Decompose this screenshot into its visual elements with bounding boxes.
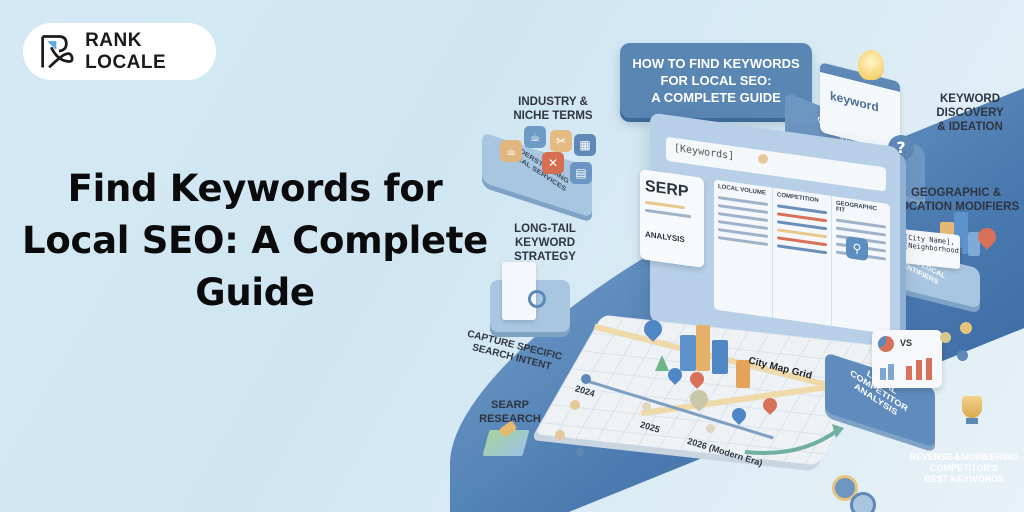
magnifier-icon	[528, 290, 546, 308]
decor-dot	[576, 448, 584, 456]
brand-name: RANK LOCALE	[85, 29, 167, 73]
competitor-chart-card: VS	[872, 330, 942, 388]
label-line: & IDEATION	[937, 121, 1003, 133]
search-icon: ⚲	[852, 240, 862, 257]
building-icon	[712, 340, 728, 374]
user-avatar-icon	[850, 492, 876, 512]
keyword-browser-window: [Keywords] SERP ANALYSIS LOCAL VOLUME CO…	[640, 112, 900, 358]
label-line: SEARP	[491, 399, 529, 411]
label-line: REVERSE-ENGINEERING	[909, 452, 1019, 462]
timeline-dot	[581, 374, 591, 384]
guide-line-2: FOR LOCAL SEO:	[660, 73, 772, 88]
label-searp-research: SEARP RESEARCH	[470, 398, 550, 426]
label-line: STRATEGY	[514, 251, 576, 263]
decor-dot	[758, 154, 768, 164]
serp-bar	[645, 208, 691, 219]
tree-icon	[655, 355, 669, 371]
vs-label: VS	[900, 338, 913, 348]
brand-logo[interactable]: RANK LOCALE	[23, 23, 216, 80]
column-header: LOCAL VOLUME	[718, 183, 766, 197]
infographic-illustration: HOW TO FIND KEYWORDS FOR LOCAL SEO: A CO…	[440, 0, 1024, 512]
label-line: COMPETITOR'S	[930, 463, 998, 473]
row-bar	[718, 235, 768, 247]
building-icon	[680, 335, 696, 371]
coffee-icon: ☕	[500, 140, 522, 162]
column-local-volume: LOCAL VOLUME	[714, 179, 773, 318]
network-node	[957, 350, 968, 361]
label-line: KEYWORD	[939, 93, 1001, 105]
serp-bar	[645, 200, 685, 210]
document-icon	[502, 262, 536, 320]
serp-subtitle: ANALYSIS	[645, 229, 685, 245]
user-avatar-icon	[832, 475, 858, 501]
building-icon	[736, 360, 750, 388]
building-icon	[696, 325, 710, 371]
column-header: GEOGRAPHIC FIT	[836, 200, 878, 214]
label-geographic: GEOGRAPHIC & LOCATION MODIFIERS	[888, 186, 1024, 214]
row-bar	[777, 244, 827, 255]
rank-locale-logo-icon	[41, 34, 74, 68]
serp-analysis-card: SERP ANALYSIS	[640, 169, 704, 269]
page-title: Find Keywords for Local SEO: A Complete …	[10, 163, 500, 319]
label-line: GEOGRAPHIC &	[910, 187, 1002, 199]
lightbulb-icon	[858, 50, 884, 80]
label-long-tail: LONG-TAIL KEYWORD STRATEGY	[500, 222, 590, 264]
chart-bar	[926, 358, 932, 380]
trophy-base	[966, 418, 978, 424]
timeline-dot	[706, 424, 715, 433]
title-line-2: Local SEO: A Complete	[22, 219, 488, 262]
cup-icon: ☕	[524, 126, 546, 148]
guide-line-3: A COMPLETE GUIDE	[651, 90, 781, 105]
chart-bar	[906, 366, 912, 380]
keyword-card-text: keyword	[830, 88, 879, 115]
timeline-dot	[642, 402, 651, 411]
label-keyword-discovery: KEYWORD DISCOVERY & IDEATION	[920, 92, 1020, 134]
label-line: DISCOVERY	[936, 107, 1004, 119]
guide-title-card: HOW TO FIND KEYWORDS FOR LOCAL SEO: A CO…	[620, 43, 812, 118]
tools-icon: ✂	[550, 130, 572, 152]
network-node	[940, 332, 951, 343]
store-icon: ▦	[574, 134, 596, 156]
title-line-1: Find Keywords for	[67, 167, 443, 210]
pie-chart-icon	[878, 336, 894, 352]
label-line: KEYWORD	[514, 237, 576, 249]
chart-bar	[916, 360, 922, 380]
label-industry-niche: INDUSTRY & NICHE TERMS	[498, 95, 608, 123]
label-reverse-engineering: REVERSE-ENGINEERING COMPETITOR'S BEST KE…	[904, 452, 1024, 485]
growth-arrow-icon	[744, 424, 844, 456]
column-competition: COMPETITION	[773, 187, 832, 327]
title-line-3: Guide	[195, 271, 315, 314]
search-button[interactable]: ⚲	[846, 235, 868, 262]
decor-dot	[555, 430, 565, 440]
network-node	[960, 322, 972, 334]
building-icon: ▤	[570, 162, 592, 184]
trophy-icon	[962, 396, 982, 418]
label-line: LOCATION MODIFIERS	[892, 201, 1020, 213]
label-line: INDUSTRY &	[518, 96, 588, 108]
label-line: RESEARCH	[479, 413, 541, 425]
label-line: BEST KEYWORDS	[924, 474, 1004, 484]
label-line: LONG-TAIL	[514, 223, 576, 235]
label-line: NICHE TERMS	[513, 110, 593, 122]
chart-bar	[880, 368, 886, 380]
serp-title: SERP	[645, 177, 689, 201]
decor-dot	[570, 400, 580, 410]
column-header: COMPETITION	[777, 192, 819, 205]
city-neighborhood-card: [City Name], [Neighborhood]	[900, 228, 963, 270]
guide-line-1: HOW TO FIND KEYWORDS	[632, 56, 800, 71]
wrench-icon: ✕	[542, 152, 564, 174]
column-geographic-fit: GEOGRAPHIC FIT	[832, 196, 890, 334]
chart-bar	[888, 364, 894, 380]
